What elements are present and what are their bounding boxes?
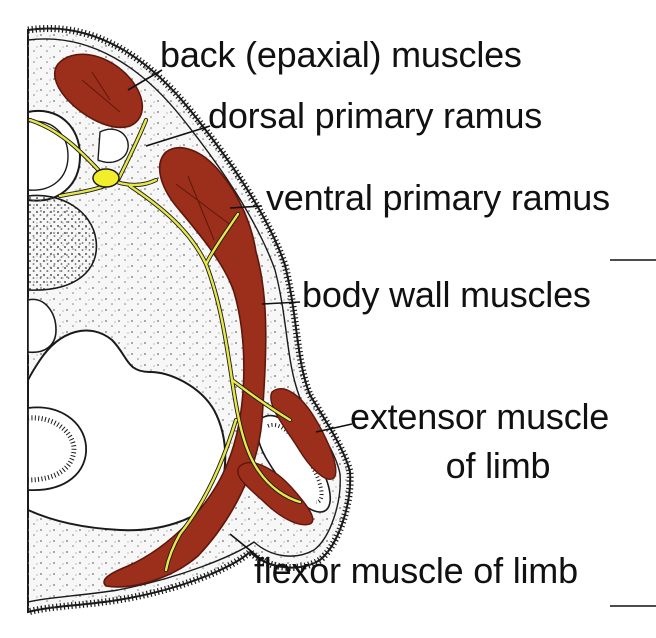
flexor-muscle bbox=[237, 461, 314, 526]
gut-tube bbox=[27, 406, 87, 491]
label-flexor-muscle: flexor muscle of limb bbox=[254, 550, 578, 591]
notochord bbox=[27, 298, 57, 354]
back-epaxial-muscle bbox=[53, 53, 144, 129]
label-extensor-line1: extensor muscle bbox=[350, 396, 610, 437]
label-back-muscles: back (epaxial) muscles bbox=[160, 34, 522, 75]
leader-lines bbox=[127, 69, 353, 561]
vertebral-body bbox=[27, 194, 98, 291]
body-wall-muscle bbox=[103, 147, 267, 588]
label-body-wall-muscles: body wall muscles bbox=[302, 274, 591, 315]
label-extensor-line2: of limb bbox=[445, 445, 551, 486]
dorsal-root-ganglion bbox=[92, 168, 120, 188]
extensor-muscle bbox=[270, 388, 337, 480]
label-ventral-ramus: ventral primary ramus bbox=[266, 177, 610, 218]
label-dorsal-ramus: dorsal primary ramus bbox=[208, 95, 543, 136]
